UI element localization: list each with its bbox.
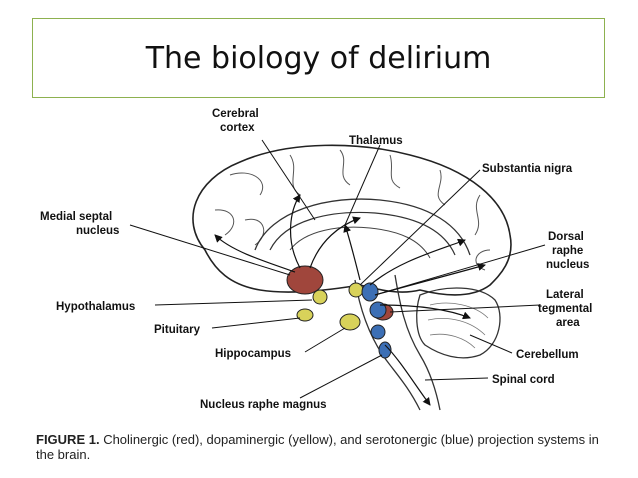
serotonergic-nucleus-4 <box>378 341 392 359</box>
serotonergic-nucleus-1 <box>361 282 379 302</box>
label-dorsal-raphe-2: raphe <box>552 245 583 257</box>
label-dorsal-raphe-3: nucleus <box>546 259 589 271</box>
gyri-lines <box>214 149 491 271</box>
brain-outline <box>192 144 512 296</box>
projection-arrows <box>214 194 486 406</box>
slide-title: The biology of delirium <box>145 40 492 76</box>
cerebellum-shape <box>416 287 501 359</box>
title-box: The biology of delirium <box>32 18 605 98</box>
dopaminergic-nucleus-pituitary <box>296 308 314 322</box>
label-medial-septal-1: Medial septal <box>40 211 112 223</box>
corpus-callosum <box>254 198 471 256</box>
caption-text: Cholinergic (red), dopaminergic (yellow)… <box>36 432 599 462</box>
label-thalamus: Thalamus <box>349 135 403 147</box>
figure-caption: FIGURE 1. Cholinergic (red), dopaminergi… <box>36 432 616 462</box>
label-dorsal-raphe-1: Dorsal <box>548 231 584 243</box>
label-lateral-tegmental-2: tegmental <box>538 303 592 315</box>
serotonergic-nucleus-3 <box>370 324 386 340</box>
dopaminergic-nucleus-substantia <box>348 282 364 298</box>
label-lateral-tegmental-1: Lateral <box>546 289 584 301</box>
label-substantia-nigra: Substantia nigra <box>482 163 573 175</box>
serotonergic-nucleus-2 <box>369 301 387 319</box>
label-lateral-tegmental-3: area <box>556 317 580 329</box>
label-hippocampus: Hippocampus <box>215 348 291 360</box>
label-cerebral-cortex-1: Cerebral <box>212 108 259 120</box>
label-medial-septal-2: nucleus <box>76 225 119 237</box>
brainstem <box>354 274 441 411</box>
label-pituitary: Pituitary <box>154 324 201 336</box>
leader-lines <box>129 139 546 399</box>
medial-septal-nucleus <box>286 265 324 295</box>
label-cerebellum: Cerebellum <box>516 349 579 361</box>
dopaminergic-nucleus-hippocampus <box>339 313 361 331</box>
label-spinal-cord: Spinal cord <box>492 374 555 386</box>
label-hypothalamus: Hypothalamus <box>56 301 135 313</box>
dopaminergic-nucleus-hypothalamus <box>312 289 328 305</box>
caption-figure-label: FIGURE 1. <box>36 432 100 447</box>
label-nucleus-raphe-magnus: Nucleus raphe magnus <box>200 399 327 411</box>
label-cerebral-cortex-2: cortex <box>220 122 255 134</box>
brain-diagram: Cerebral cortex Thalamus Substantia nigr… <box>40 108 592 411</box>
